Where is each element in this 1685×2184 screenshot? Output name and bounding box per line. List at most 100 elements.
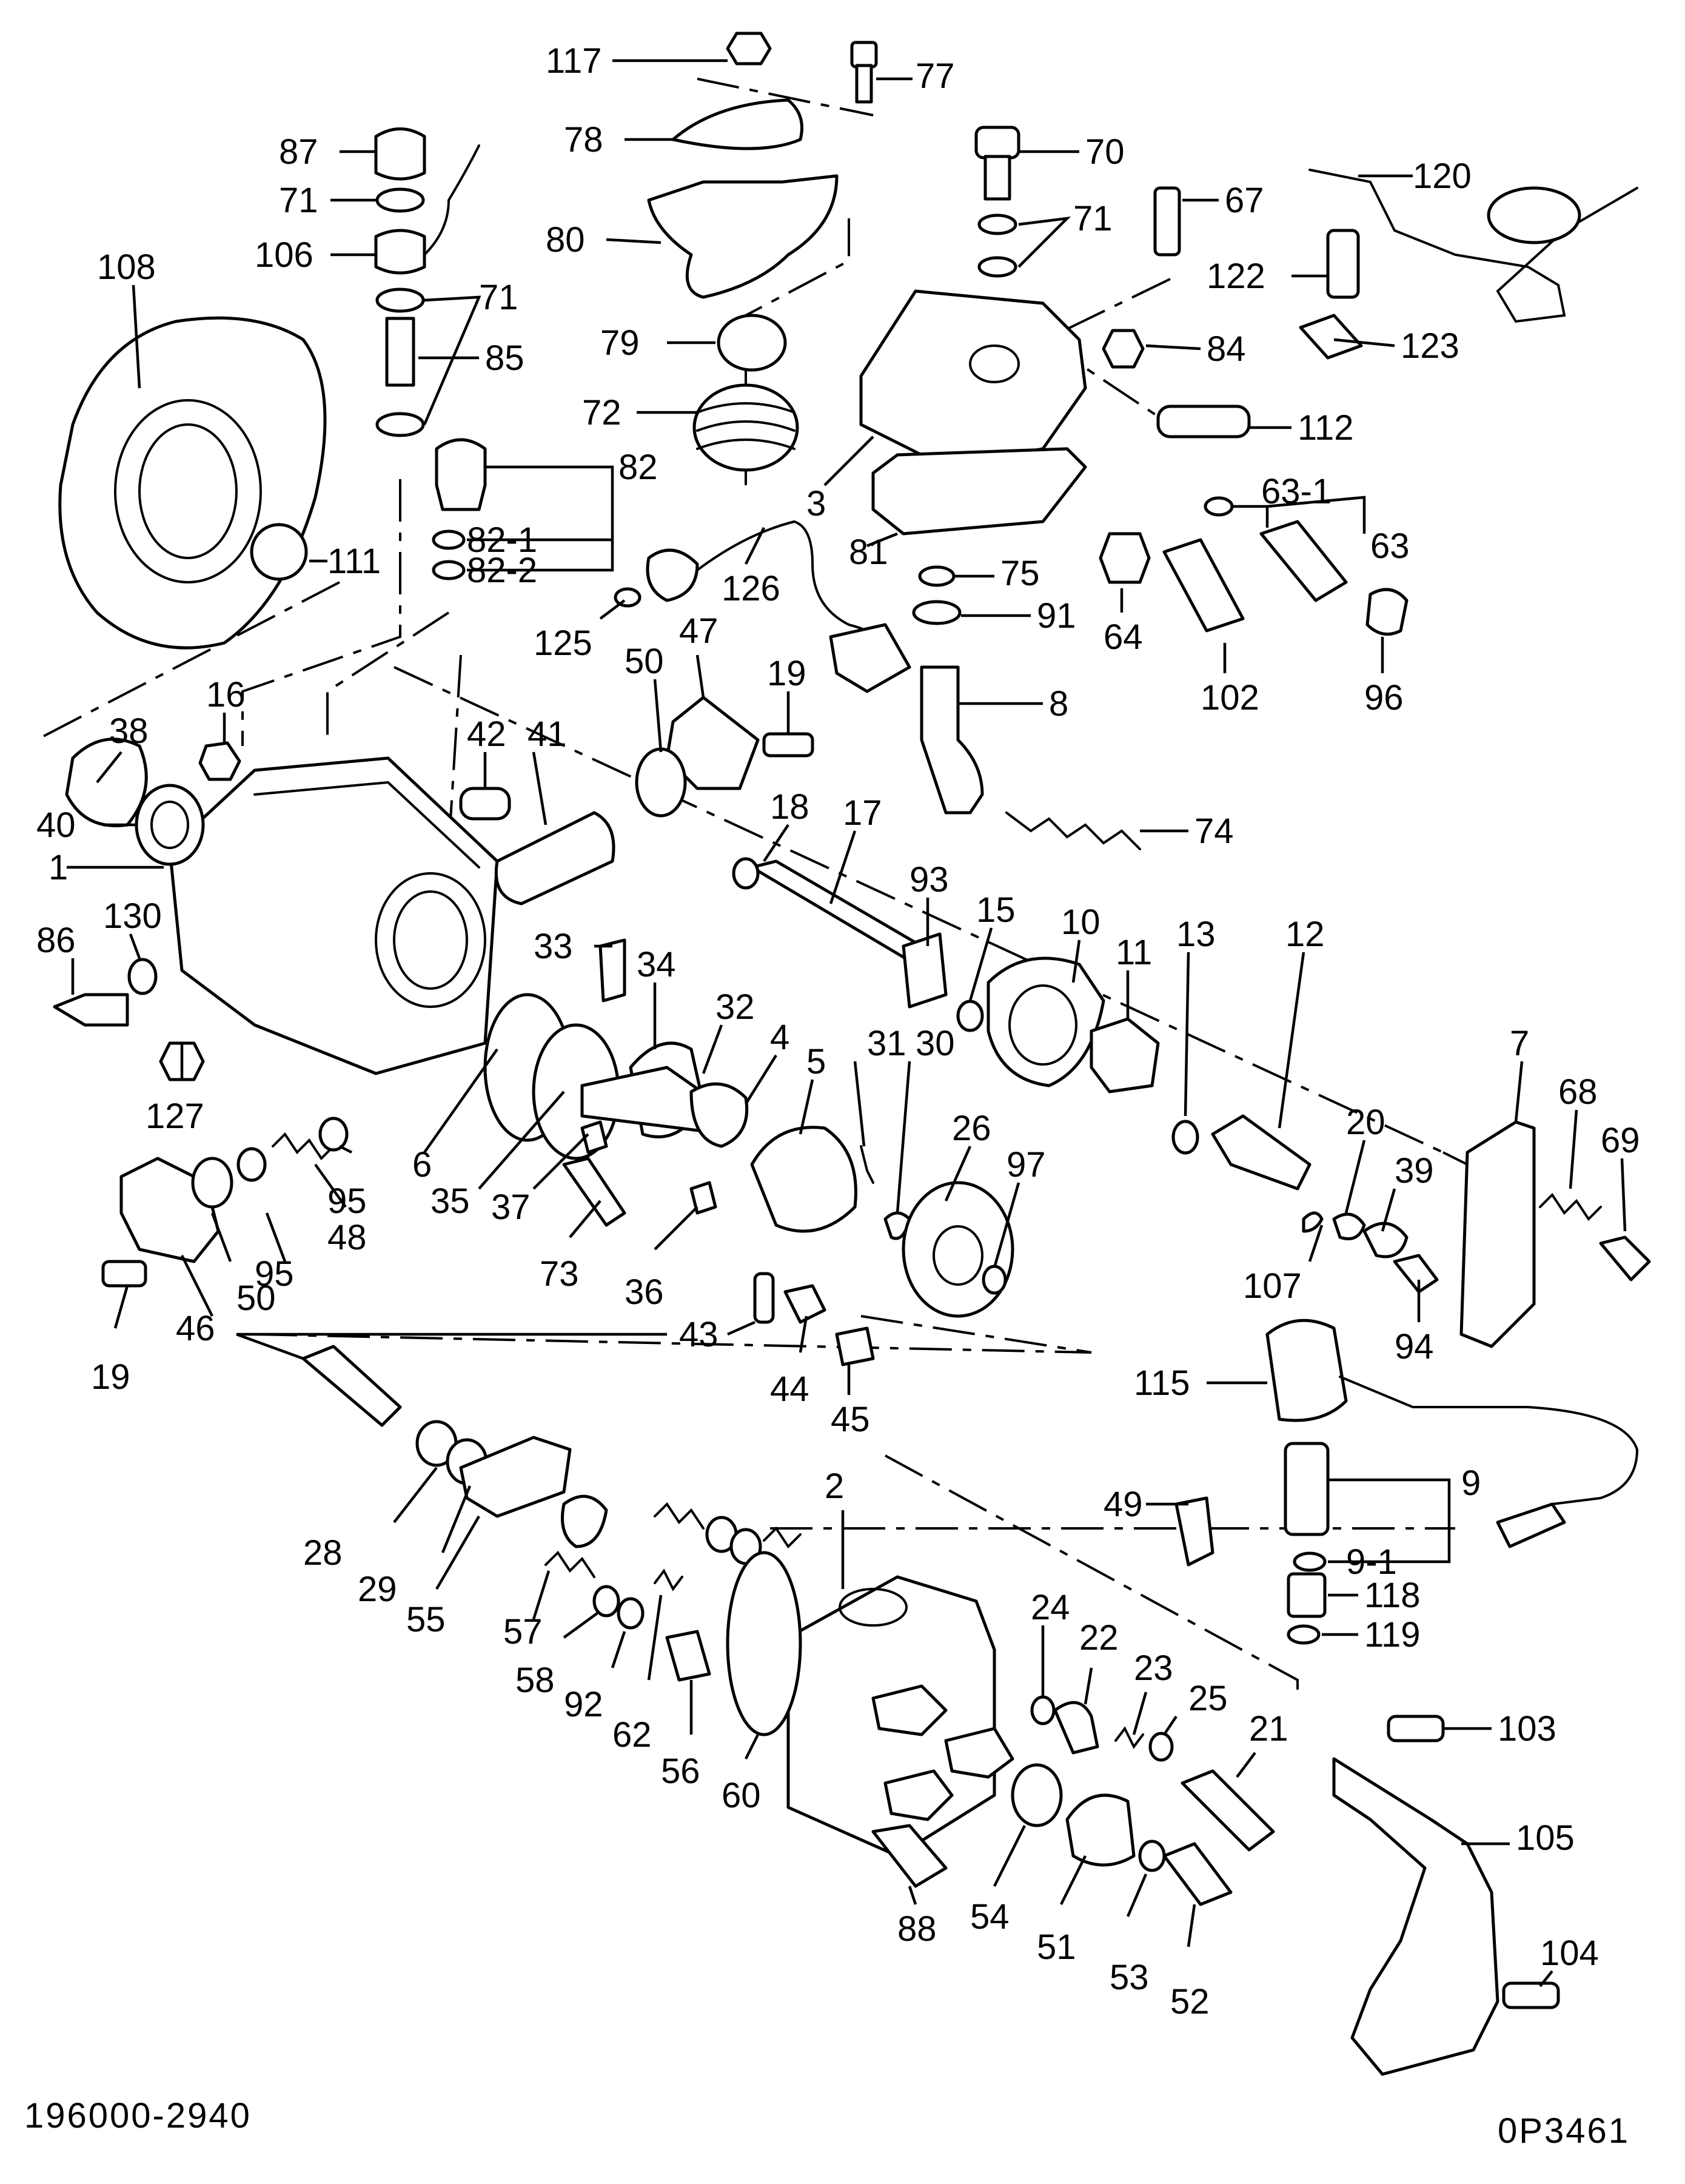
clip-107 [1302, 1211, 1324, 1233]
plate-93 [902, 932, 948, 1009]
bolt-104 [1502, 1981, 1560, 2009]
washer-95b [318, 1117, 349, 1152]
callout-label: 97 [1007, 1145, 1046, 1184]
cam-5 [750, 1126, 857, 1233]
washer-13 [1171, 1120, 1199, 1155]
part-number: 196000-2940 [24, 2096, 252, 2135]
callout-label: 122 [1207, 257, 1265, 296]
callout-label: 55 [406, 1600, 446, 1639]
callout-label: 18 [770, 787, 809, 827]
solenoid-115 [1265, 1319, 1348, 1422]
callout-label: 95 [327, 1181, 367, 1221]
housing-1 [168, 756, 499, 1075]
callout-label: 58 [515, 1661, 555, 1700]
callout-label: 106 [255, 235, 313, 275]
callout-label: 64 [1104, 617, 1143, 657]
callout-label: 16 [206, 675, 246, 714]
callout-label: 74 [1194, 811, 1234, 851]
callout-label: 30 [916, 1024, 955, 1063]
callout-label: 47 [679, 611, 719, 651]
callout-label: 94 [1395, 1327, 1434, 1366]
shaft-70 [983, 155, 1011, 201]
bolt-44 [783, 1284, 826, 1324]
shaft-17 [750, 859, 923, 966]
connector-115 [1496, 1502, 1566, 1548]
callout-label: 7 [1510, 1024, 1529, 1063]
callout-label: 8 [1049, 684, 1068, 724]
callout-label: 91 [1037, 596, 1076, 636]
leader-lines [67, 59, 1627, 1987]
o-ring-63-1 [1204, 496, 1234, 517]
o-ring-50 [635, 747, 687, 818]
washer-71a [375, 187, 425, 213]
callout-label: 22 [1079, 1618, 1119, 1658]
lever-78 [671, 98, 803, 150]
bolt-46 [301, 1345, 402, 1427]
nut-117 [726, 32, 772, 66]
cover-3 [859, 289, 1087, 469]
callout-label: 130 [103, 896, 162, 936]
plate-123 [1299, 314, 1363, 360]
clip-49 [1174, 1496, 1214, 1567]
valve-lower-a [871, 1684, 948, 1736]
parts [53, 32, 1651, 2076]
spring-74 [1005, 811, 1141, 850]
callout-label: 103 [1498, 1709, 1556, 1749]
callout-label: 118 [1364, 1576, 1420, 1615]
callout-label: 6 [412, 1145, 432, 1184]
o-ring-75 [918, 565, 956, 587]
callout-label: 45 [831, 1400, 870, 1439]
washer-53 [1138, 1840, 1166, 1872]
callout-label: 85 [485, 338, 524, 378]
callout-label: 1 [49, 848, 68, 887]
bearing-40 [135, 784, 205, 866]
spring-48 [272, 1132, 335, 1161]
callout-label: 60 [722, 1776, 761, 1815]
connector-126 [829, 623, 911, 693]
callout-labels: 117 77 78 80 87 71 106 70 67 120 71 122 … [36, 41, 1640, 2021]
callout-label: 96 [1364, 678, 1404, 717]
callout-label: 127 [146, 1097, 204, 1136]
callout-label: 68 [1558, 1072, 1598, 1112]
callout-label: 3 [806, 484, 826, 523]
sleeve-20 [1332, 1212, 1366, 1240]
callout-label: 23 [1134, 1648, 1173, 1688]
callout-label: 21 [1249, 1709, 1288, 1749]
callout-label: 81 [849, 533, 888, 572]
callout-label: 88 [897, 1909, 937, 1949]
bolt-69 [1599, 1235, 1651, 1282]
key-37 [580, 1120, 608, 1154]
bolt-122 [1326, 229, 1360, 299]
callout-label: 63 [1370, 526, 1410, 566]
shaft-8 [920, 665, 984, 815]
callout-label: 69 [1601, 1121, 1640, 1160]
sleeve-55 [561, 1494, 608, 1548]
callout-label: 15 [976, 890, 1016, 930]
callout-label: 112 [1298, 408, 1353, 448]
callout-label: 40 [36, 805, 76, 845]
pipe-106 [423, 144, 480, 256]
washer-25 [1148, 1732, 1174, 1762]
callout-label: 28 [303, 1533, 343, 1573]
washer-119 [1287, 1624, 1321, 1645]
cap-87 [374, 127, 426, 181]
callout-label: 50 [625, 642, 664, 681]
callout-label: 38 [109, 711, 149, 751]
callout-label: 107 [1243, 1266, 1302, 1306]
callout-label: 54 [970, 1897, 1010, 1937]
screw-19a [762, 732, 814, 758]
screw-21 [1181, 1769, 1275, 1852]
washer-91 [912, 600, 962, 625]
callout-label: 108 [97, 247, 156, 287]
valve-9 [1284, 1442, 1330, 1536]
washer-71c [375, 412, 425, 437]
plate-55 [459, 1436, 572, 1518]
callout-label: 11 [1116, 933, 1152, 972]
callout-label: 41 [528, 714, 567, 754]
collar-39 [1362, 1221, 1409, 1258]
callout-label: 51 [1037, 1927, 1076, 1967]
coupling-4 [689, 1082, 749, 1148]
callout-label: 5 [806, 1042, 826, 1081]
bolt-77-shank [855, 64, 873, 104]
phantom-assembly-lines [36, 78, 1516, 1698]
